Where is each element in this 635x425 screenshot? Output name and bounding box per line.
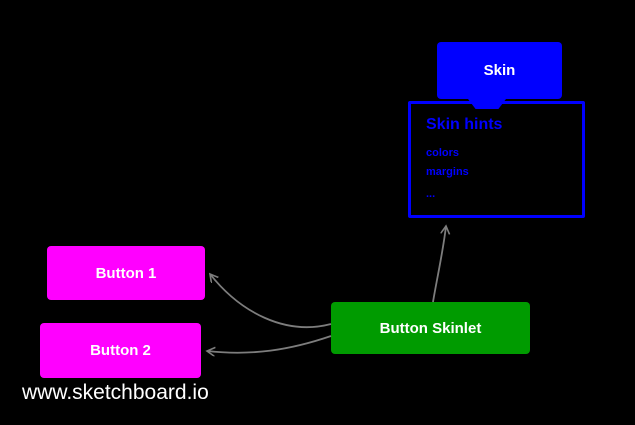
button-skinlet-node[interactable]: Button Skinlet: [331, 302, 530, 354]
skin-hint-item-colors: colors: [426, 147, 460, 159]
button1-node[interactable]: Button 1: [47, 246, 205, 300]
skin-node-label: Skin: [483, 62, 516, 79]
button-skinlet-node-label: Button Skinlet: [379, 319, 482, 337]
sketchboard-watermark: www.sketchboard.io: [22, 381, 209, 404]
button2-node-label: Button 2: [90, 342, 151, 359]
connector-skinlet-to-button2[interactable]: [207, 335, 332, 353]
connector-skinlet-to-button1[interactable]: [210, 274, 332, 328]
skin-node-connector-tab: [465, 95, 509, 109]
button2-node[interactable]: Button 2: [40, 323, 201, 378]
skin-hints-node[interactable]: Skin hints colors margins ...: [408, 101, 585, 218]
connector-skinlet-to-skin-hints[interactable]: [432, 226, 446, 303]
skin-hint-item-margins: margins: [426, 166, 469, 178]
skin-node[interactable]: Skin: [437, 42, 562, 99]
skin-hint-item-ellipsis: ...: [426, 188, 436, 200]
skin-hints-title: Skin hints: [426, 116, 503, 133]
button1-node-label: Button 1: [95, 264, 157, 282]
